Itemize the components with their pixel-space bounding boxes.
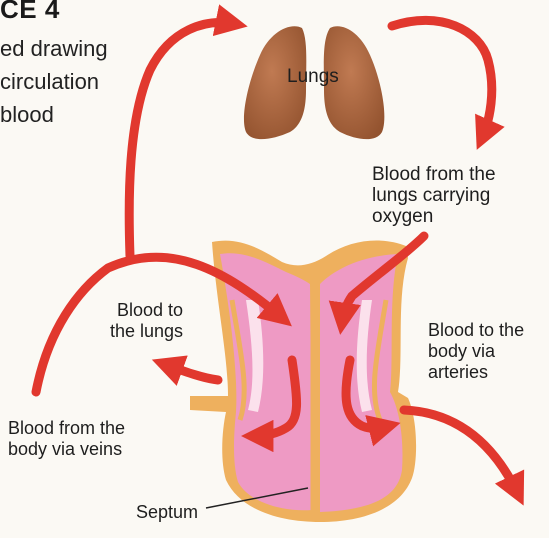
figure-caption: ed drawing circulation blood	[0, 32, 150, 131]
arrow-to-body-out	[404, 410, 518, 494]
label-blood-from-body: Blood from the body via veins	[8, 418, 125, 460]
arrow-from-lungs-down	[392, 20, 492, 138]
label-blood-from-lungs: Blood from the lungs carrying oxygen	[372, 164, 496, 227]
label-line: body via veins	[8, 439, 125, 460]
figure-heading: CE 4	[0, 0, 60, 25]
caption-line: ed drawing	[0, 32, 150, 65]
heart-illustration	[190, 241, 416, 522]
label-line: Blood to the	[428, 320, 524, 341]
label-line: Blood to	[110, 300, 183, 321]
label-line: Blood from the	[372, 164, 496, 185]
arrow-left-out	[164, 364, 218, 380]
caption-line: blood	[0, 98, 150, 131]
label-line: arteries	[428, 362, 524, 383]
label-line: Blood from the	[8, 418, 125, 439]
label-line: oxygen	[372, 206, 496, 227]
label-line: the lungs	[110, 321, 183, 342]
label-blood-to-lungs: Blood to the lungs	[110, 300, 183, 342]
caption-line: circulation	[0, 65, 150, 98]
label-line: body via	[428, 341, 524, 362]
label-line: lungs carrying	[372, 185, 496, 206]
label-septum: Septum	[136, 502, 198, 523]
label-blood-to-body: Blood to the body via arteries	[428, 320, 524, 383]
label-lungs: Lungs	[287, 66, 339, 87]
